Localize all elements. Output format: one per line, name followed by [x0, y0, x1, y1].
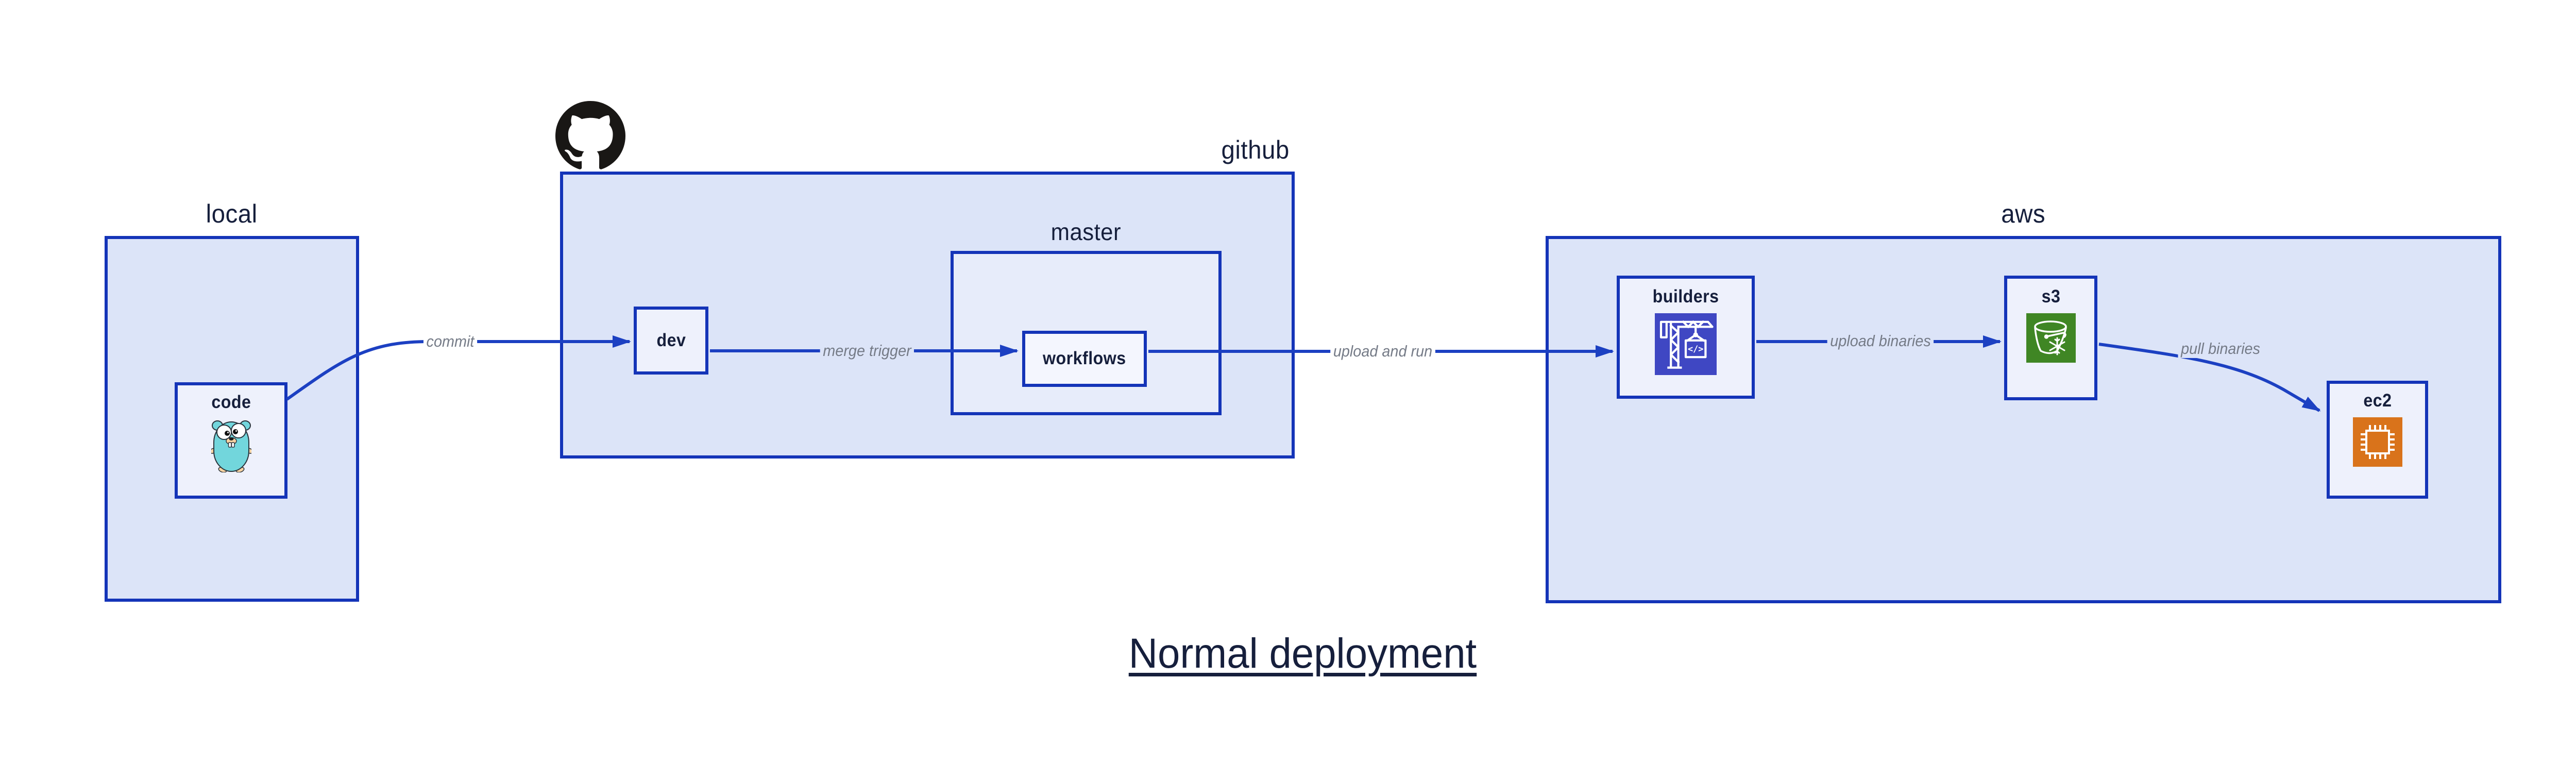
group-label-local-text: local: [206, 199, 258, 228]
github-octocat-icon: [555, 101, 625, 169]
edge-label-merge-trigger: merge trigger: [820, 341, 914, 361]
edge-label-commit: commit: [423, 332, 478, 351]
group-label-master: master: [951, 219, 1222, 245]
group-label-aws-text: aws: [2001, 199, 2046, 228]
diagram-title: Normal deployment: [927, 630, 1677, 678]
diagram-title-text: Normal deployment: [1128, 630, 1477, 677]
edge-label-upload-binaries: upload binaries: [1827, 331, 1934, 351]
node-dev: dev: [634, 307, 708, 375]
node-label-ec2: ec2: [2363, 390, 2392, 411]
go-gopher-icon: [211, 420, 251, 472]
node-code: code: [175, 382, 287, 499]
group-label-master-text: master: [1050, 218, 1122, 245]
group-label-aws: aws: [1546, 200, 2501, 228]
s3-glacier-bucket-icon: [2026, 313, 2076, 363]
node-builders: builders </>: [1617, 276, 1755, 399]
group-label-local: local: [105, 200, 359, 228]
group-label-github-text: github: [1221, 135, 1290, 164]
svg-text:</>: </>: [1688, 344, 1703, 354]
node-label-builders: builders: [1652, 286, 1719, 307]
node-label-dev: dev: [656, 330, 686, 350]
node-label-s3: s3: [2041, 286, 2060, 307]
node-ec2: ec2: [2327, 381, 2428, 499]
group-label-github: github: [1085, 136, 1291, 164]
node-label-code: code: [211, 392, 251, 412]
node-label-workflows: workflows: [1043, 348, 1126, 369]
edge-label-upload-and-run: upload and run: [1330, 342, 1435, 361]
node-s3: s3: [2004, 276, 2097, 400]
edge-label-pull-binaries: pull binaries: [2178, 339, 2263, 359]
ec2-chip-icon: [2352, 417, 2402, 467]
node-workflows: workflows: [1022, 331, 1147, 387]
codebuild-crane-icon: </>: [1655, 313, 1717, 375]
